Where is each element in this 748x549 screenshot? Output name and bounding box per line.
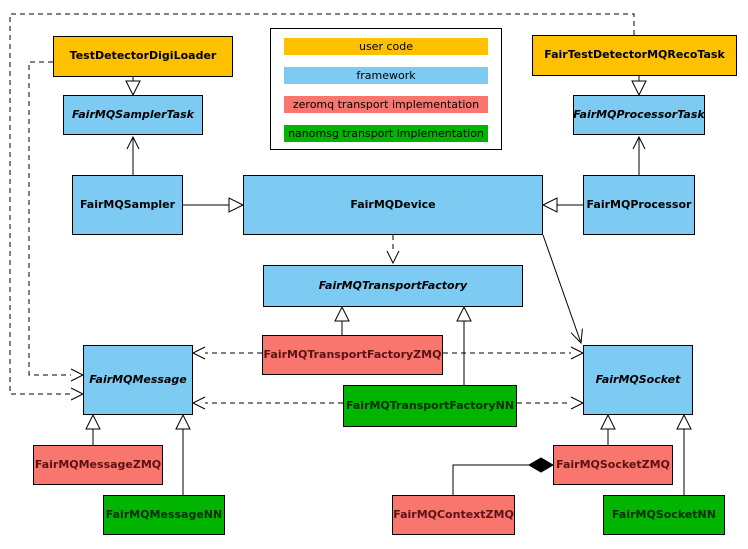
legend-label: user code xyxy=(358,40,414,53)
node-fairmqsocketzmq: FairMQSocketZMQ xyxy=(553,445,673,485)
node-fairmqmessagezmq: FairMQMessageZMQ xyxy=(33,445,163,485)
legend-item-user-code: user code xyxy=(284,38,488,55)
legend-item-framework: framework xyxy=(284,67,488,84)
node-fairmqprocessortask: FairMQProcessorTask xyxy=(573,95,705,135)
legend-label: framework xyxy=(356,69,416,82)
edge-factorynn-message xyxy=(191,396,343,410)
node-fairmqprocessor: FairMQProcessor xyxy=(583,175,695,235)
edge-processor-processortask xyxy=(632,135,646,175)
node-testdetectordigiloader: TestDetectorDigiLoader xyxy=(53,36,233,77)
edge-factorynn-socket xyxy=(517,396,585,410)
node-fairmqcontextzmq: FairMQContextZMQ xyxy=(392,495,515,535)
edge-factorynn-factory xyxy=(456,305,472,385)
legend-item-nanomsg: nanomsg transport implementation xyxy=(284,125,488,142)
legend-item-zeromq: zeromq transport implementation xyxy=(284,96,488,113)
edge-socketnn-socket xyxy=(676,413,692,495)
node-fairmqmessagenn: FairMQMessageNN xyxy=(103,495,225,535)
node-fairmqtransportfactorynn: FairMQTransportFactoryNN xyxy=(343,385,517,427)
node-fairmqsampler: FairMQSampler xyxy=(72,175,183,235)
node-fairmqsamplertask: FairMQSamplerTask xyxy=(63,95,203,135)
edge-processor-device xyxy=(541,197,583,213)
edge-recotask-processortask xyxy=(631,76,647,97)
edge-socketzmq-socket xyxy=(600,413,616,445)
edge-factoryzmq-message xyxy=(191,346,262,360)
legend-label: nanomsg transport implementation xyxy=(288,127,484,140)
edge-sampler-device xyxy=(183,197,245,213)
node-fairmqtransportfactoryzmq: FairMQTransportFactoryZMQ xyxy=(262,335,443,375)
legend: user code framework zeromq transport imp… xyxy=(270,28,502,150)
edge-sampler-samplertask xyxy=(126,135,140,175)
node-fairmqsocket: FairMQSocket xyxy=(583,345,693,415)
edge-device-transportfactory xyxy=(386,235,400,265)
node-fairtestdetectormqrecotask: FairTestDetectorMQRecoTask xyxy=(532,35,737,76)
node-fairmqmessage: FairMQMessage xyxy=(83,345,193,415)
edge-socketzmq-contextzmq xyxy=(452,457,554,495)
edge-messagenn-message xyxy=(175,413,191,495)
edge-messagezmq-message xyxy=(85,413,101,445)
edge-factoryzmq-factory xyxy=(334,305,350,335)
node-fairmqdevice: FairMQDevice xyxy=(243,175,543,235)
legend-label: zeromq transport implementation xyxy=(292,98,480,111)
node-fairmqsocketnn: FairMQSocketNN xyxy=(603,495,725,535)
edge-device-socket xyxy=(542,234,583,345)
edge-digiloader-samplertask xyxy=(125,77,141,97)
node-fairmqtransportfactory: FairMQTransportFactory xyxy=(263,265,523,307)
